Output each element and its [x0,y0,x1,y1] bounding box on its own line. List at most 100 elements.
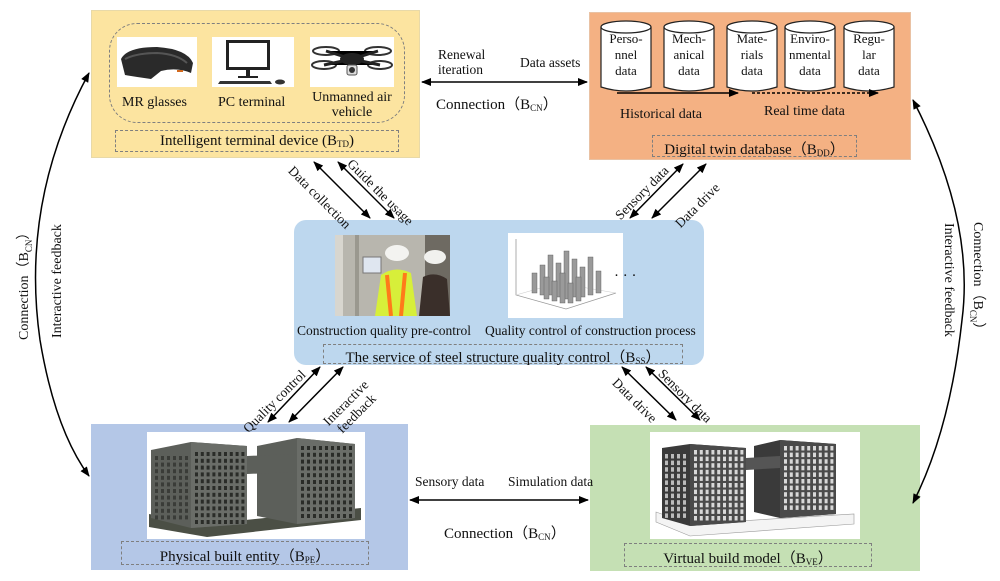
sensory-data-label: Sensory data [415,474,485,489]
cylinder-label-line: nmental [789,47,831,62]
cylinder-label-line: anical [673,47,705,62]
title-text: Intelligent terminal device (B [159,133,338,149]
cylinder-label-line: Mech- [672,31,706,46]
conn-text: Connection（B [17,252,32,340]
conn-end: ） [17,225,32,240]
quality-control-service-box: · · · Construction quality pre-control Q… [294,220,704,367]
virtual-building-image [650,432,860,539]
conn-subscript: CN [530,103,543,113]
right-feedback-label: Interactive feedback [941,223,956,337]
title-subscript: TD [337,139,350,149]
title-subscript: VE [805,557,818,567]
devices-group [109,23,405,123]
real-time-data-label: Real time data [764,104,845,119]
device-label: MR glasses [122,95,187,110]
title-end: ) [349,133,355,149]
physical-entity-title: Physical built entity（BPE） [122,545,368,566]
device-label-line: Unmanned air [312,90,392,105]
conn-text: Connection（B [970,222,985,310]
cylinder-label-line: lar [862,47,876,62]
virtual-model-title-box: Virtual build model（BVE） [624,543,872,567]
drone-icon [310,37,394,87]
3d-bar-chart [508,233,623,318]
conn-text: Connection（B [436,97,531,113]
service-label-precontrol: Construction quality pre-control [297,323,471,338]
top-connection-label: Connection（BCN） [436,93,558,114]
conn-subscript: CN [23,239,34,253]
title-subscript: SS [635,356,646,366]
intelligent-terminal-device-box: MR glasses PC terminal Unmanned air vehi… [91,10,420,158]
cylinder-label-line: data [741,63,763,78]
pc-terminal-icon [212,37,294,87]
label-line: Renewal [438,47,486,62]
device-label-line: vehicle [331,105,373,120]
title-text: Virtual build model（B [663,551,806,567]
cylinder-label-line: Perso- [609,31,643,46]
renewal-iteration-label: Renewal iteration [438,47,485,77]
title-end: ） [645,350,661,366]
device-label: Unmanned air vehicle [306,90,398,120]
conn-end: ） [550,526,566,542]
service-title: The service of steel structure quality c… [324,346,682,367]
service-title-box: The service of steel structure quality c… [323,344,683,367]
virtual-model-title: Virtual build model（BVE） [625,547,871,568]
conn-subscript: CN [538,532,551,542]
conn-end: ） [970,322,985,337]
title-subscript: PE [304,555,316,565]
left-connection-label: Connection（BCN） [13,226,34,340]
cylinder-icon [784,20,836,92]
cylinder-icon [843,20,895,92]
mr-glasses-icon [117,37,197,87]
data-assets-label: Data assets [520,55,581,70]
conn-end: ） [542,97,558,113]
title-text: Digital twin database（B [664,142,817,158]
simulation-data-label: Simulation data [508,474,594,489]
cylinder-label-line: data [858,63,880,78]
conn-text: Connection（B [444,526,539,542]
database-title-box: Digital twin database（BDD） [652,135,857,159]
virtual-build-model-box: Virtual build model（BVE） [590,425,920,571]
ss-pe-arrow-b [288,366,344,423]
cylinder-label-line: Regu- [853,31,885,46]
title-text: Physical built entity（B [159,549,305,565]
physical-building-image [147,432,365,539]
cylinder-label-line: nnel [614,47,638,62]
cylinder-label-line: data [678,63,700,78]
cylinder-label-line: Mate- [736,31,768,46]
bottom-connection-label: Connection（BCN） [444,522,566,543]
historical-data-label: Historical data [620,107,703,122]
dd-ss-arrow-b [651,163,707,219]
left-connection-arrow [34,72,90,477]
cylinder-icon [726,20,778,92]
title-end: ） [829,142,845,158]
terminal-device-title-box: Intelligent terminal device (BTD) [115,130,399,152]
title-end: ） [817,551,833,567]
device-label: PC terminal [218,95,286,110]
terminal-device-title: Intelligent terminal device (BTD) [116,133,398,150]
conn-subscript: CN [968,309,979,323]
database-title: Digital twin database（BDD） [653,138,856,159]
physical-entity-title-box: Physical built entity（BPE） [121,541,369,565]
right-connection-arrow [912,99,965,504]
cylinder-label-line: data [615,63,637,78]
title-end: ） [315,549,331,565]
title-subscript: DD [816,148,830,158]
left-feedback-label: Interactive feedback [50,224,65,338]
cylinder-label-line: Enviro- [790,31,830,46]
label-line: iteration [438,62,483,77]
td-ss-arrow-b [337,161,395,219]
cylinder-label-line: rials [740,47,764,62]
ss-ve-arrow-b [645,366,701,421]
cylinder-label-line: data [799,63,821,78]
title-text: The service of steel structure quality c… [345,350,636,366]
physical-built-entity-box: Physical built entity（BPE） [91,424,408,570]
